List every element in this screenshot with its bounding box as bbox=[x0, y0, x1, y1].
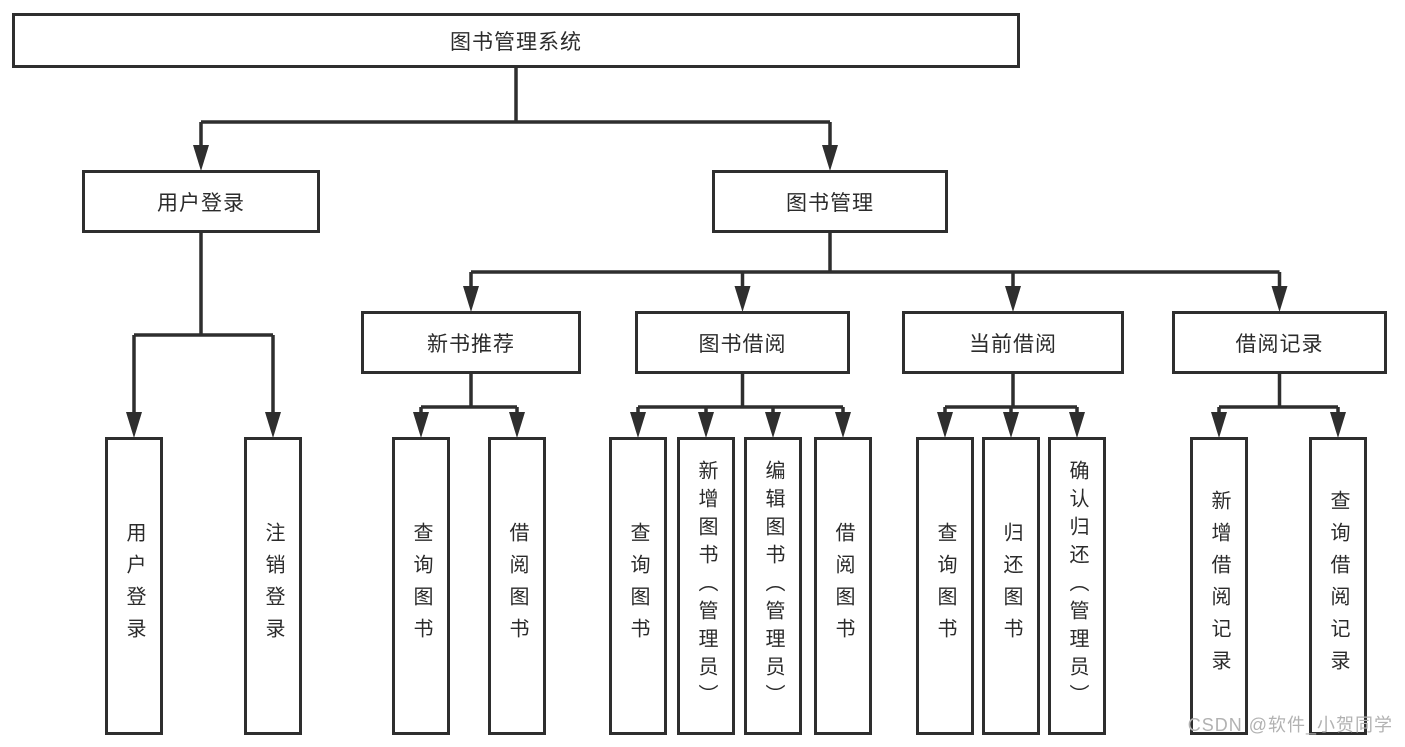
node-label: 注销登录 bbox=[262, 522, 284, 650]
node-label: 编辑图书（管理员） bbox=[762, 460, 784, 712]
arrowhead-icon bbox=[463, 286, 479, 312]
node-leaf-nr-query: 查询图书 bbox=[392, 437, 450, 735]
arrowhead-icon bbox=[1003, 412, 1019, 438]
node-leaf-cu-confirm: 确认归还（管理员） bbox=[1048, 437, 1106, 735]
node-label: 借阅图书 bbox=[506, 522, 528, 650]
arrowhead-icon bbox=[822, 145, 838, 171]
node-label: 借阅图书 bbox=[832, 522, 854, 650]
node-label: 用户登录 bbox=[123, 522, 145, 650]
node-label: 图书管理 bbox=[786, 191, 874, 215]
node-label: 图书管理系统 bbox=[450, 30, 582, 54]
node-label: 用户登录 bbox=[157, 191, 245, 215]
node-mgmt: 图书管理 bbox=[712, 170, 948, 233]
arrowhead-icon bbox=[265, 412, 281, 438]
node-leaf-rc-query: 查询借阅记录 bbox=[1309, 437, 1367, 735]
arrowhead-icon bbox=[126, 412, 142, 438]
node-label: 图书借阅 bbox=[698, 332, 787, 356]
node-leaf-cu-return: 归还图书 bbox=[982, 437, 1040, 735]
node-label: 新书推荐 bbox=[427, 332, 515, 356]
arrowhead-icon bbox=[509, 412, 525, 438]
node-label: 当前借阅 bbox=[969, 332, 1057, 356]
arrowhead-icon bbox=[1271, 286, 1288, 312]
node-leaf-logout: 注销登录 bbox=[244, 437, 302, 735]
node-leaf-bw-add: 新增图书（管理员） bbox=[677, 437, 735, 735]
arrowhead-icon bbox=[630, 412, 646, 438]
node-leaf-rc-add: 新增借阅记录 bbox=[1190, 437, 1248, 735]
arrowhead-icon bbox=[1069, 412, 1085, 438]
node-label: 新增借阅记录 bbox=[1208, 490, 1230, 682]
arrowhead-icon bbox=[698, 412, 714, 438]
node-borrow: 图书借阅 bbox=[635, 311, 850, 374]
node-label: 借阅记录 bbox=[1235, 332, 1324, 356]
node-leaf-bw-query: 查询图书 bbox=[609, 437, 667, 735]
node-label: 归还图书 bbox=[1000, 522, 1022, 650]
node-label: 查询图书 bbox=[627, 522, 649, 650]
arrowhead-icon bbox=[413, 412, 429, 438]
node-leaf-nr-borrow: 借阅图书 bbox=[488, 437, 546, 735]
connector-lines bbox=[132, 68, 1340, 415]
arrowhead-icon bbox=[734, 286, 751, 312]
node-records: 借阅记录 bbox=[1172, 311, 1387, 374]
node-leaf-bw-borrow: 借阅图书 bbox=[814, 437, 872, 735]
node-label: 查询图书 bbox=[410, 522, 432, 650]
node-label: 新增图书（管理员） bbox=[695, 460, 717, 712]
arrowhead-icon bbox=[1005, 286, 1021, 312]
node-leaf-bw-edit: 编辑图书（管理员） bbox=[744, 437, 802, 735]
node-label: 查询借阅记录 bbox=[1327, 490, 1349, 682]
node-label: 确认归还（管理员） bbox=[1066, 460, 1088, 712]
arrowhead-icon bbox=[835, 412, 851, 438]
node-leaf-user-login: 用户登录 bbox=[105, 437, 163, 735]
node-root: 图书管理系统 bbox=[12, 13, 1020, 68]
node-newrec: 新书推荐 bbox=[361, 311, 581, 374]
node-current: 当前借阅 bbox=[902, 311, 1124, 374]
watermark: CSDN @软件_小贺同学 bbox=[1187, 715, 1393, 735]
node-login: 用户登录 bbox=[82, 170, 320, 233]
node-label: 查询图书 bbox=[934, 522, 956, 650]
arrowhead-icon bbox=[1211, 412, 1227, 438]
node-leaf-cu-query: 查询图书 bbox=[916, 437, 974, 735]
arrowhead-icon bbox=[193, 145, 209, 171]
arrowhead-icon bbox=[937, 412, 953, 438]
arrowhead-icon bbox=[1330, 412, 1346, 438]
arrowhead-icon bbox=[765, 412, 781, 438]
